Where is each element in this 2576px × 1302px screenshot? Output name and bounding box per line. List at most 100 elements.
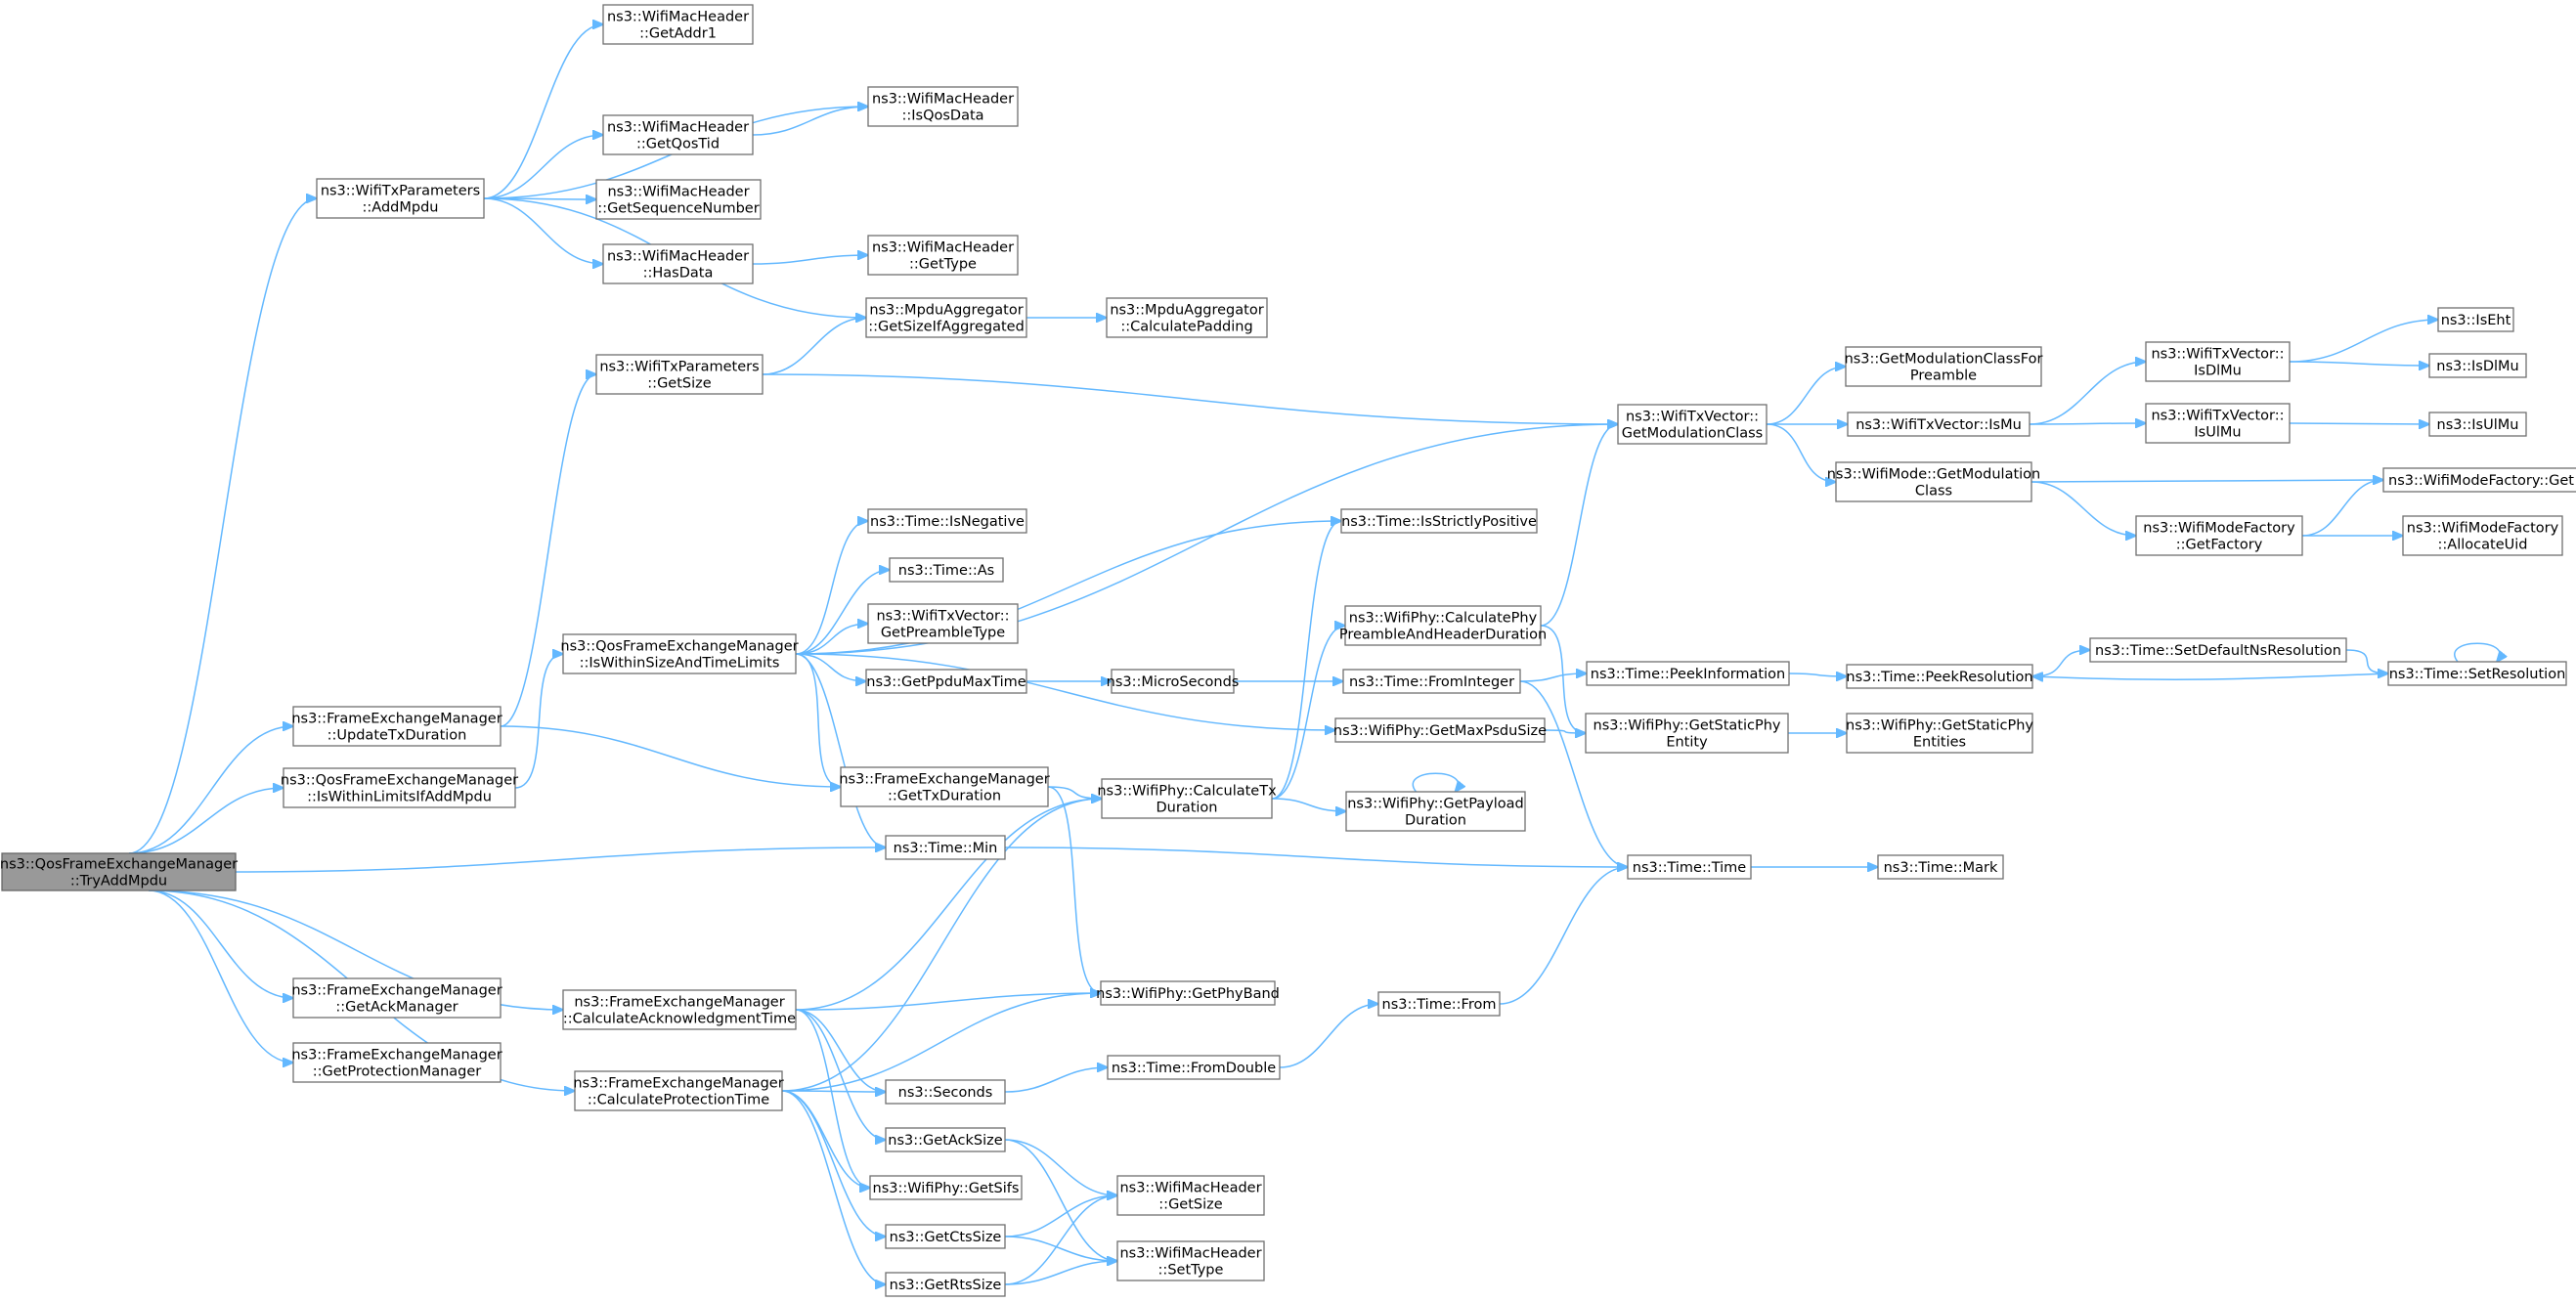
node-box bbox=[1107, 1055, 1281, 1080]
node-GetAckManager[interactable]: ns3::FrameExchangeManager::GetAckManager bbox=[291, 977, 502, 1019]
node-box bbox=[2145, 341, 2291, 382]
edge-line bbox=[795, 993, 1101, 1011]
edge-CalculateAcknowledgmentTime-to-GetPhyBand bbox=[795, 993, 1101, 1011]
edge-AddMpdu-to-HasData bbox=[483, 197, 603, 264]
edge-line bbox=[795, 653, 866, 681]
node-label: ns3::WifiTxParameters bbox=[321, 184, 480, 199]
node-TimeMark[interactable]: ns3::Time::Mark bbox=[1877, 854, 2004, 880]
node-GetFactory[interactable]: ns3::WifiModeFactory::GetFactory bbox=[2135, 515, 2303, 556]
node-TxVecIsDlMu[interactable]: ns3::WifiTxVector::IsDlMu bbox=[2145, 341, 2291, 382]
node-IsWithinLimitsIfAddMpdu[interactable]: ns3::QosFrameExchangeManager::IsWithinLi… bbox=[281, 767, 518, 808]
node-GetSequenceNumber[interactable]: ns3::WifiMacHeader::GetSequenceNumber bbox=[595, 179, 762, 220]
node-GetSifs[interactable]: ns3::WifiPhy::GetSifs bbox=[869, 1175, 1023, 1200]
node-IsQosData[interactable]: ns3::WifiMacHeader::IsQosData bbox=[867, 86, 1019, 127]
node-box bbox=[867, 508, 1027, 534]
node-SetDefaultNsResolution[interactable]: ns3::Time::SetDefaultNsResolution bbox=[2089, 637, 2347, 663]
node-TxParamsGetSize[interactable]: ns3::WifiTxParameters::GetSize bbox=[595, 354, 764, 395]
node-TimeMin[interactable]: ns3::Time::Min bbox=[885, 835, 1006, 860]
node-HasData[interactable]: ns3::WifiMacHeader::HasData bbox=[602, 243, 754, 284]
node-IsWithinSizeAndTimeLimits[interactable]: ns3::QosFrameExchangeManager::IsWithinSi… bbox=[560, 633, 799, 674]
node-TimeTime[interactable]: ns3::Time::Time bbox=[1627, 854, 1752, 880]
edge-line bbox=[781, 1091, 886, 1092]
node-IsMu[interactable]: ns3::WifiTxVector::IsMu bbox=[1847, 412, 2030, 437]
node-CalculatePadding[interactable]: ns3::MpduAggregator::CalculatePadding bbox=[1106, 297, 1268, 338]
edge-line bbox=[1499, 867, 1628, 1005]
node-box bbox=[292, 706, 502, 747]
node-label: ns3::IsUlMu bbox=[2437, 417, 2519, 433]
node-label: ns3::WifiMacHeader bbox=[1119, 1246, 1261, 1262]
node-AddMpdu[interactable]: ns3::WifiTxParameters::AddMpdu bbox=[316, 178, 485, 219]
node-PeekResolution[interactable]: ns3::Time::PeekResolution bbox=[1846, 664, 2033, 689]
node-TryAddMpdu[interactable]: ns3::QosFrameExchangeManager::TryAddMpdu bbox=[0, 852, 238, 891]
edge-line bbox=[1004, 1195, 1117, 1237]
node-GetSizeIfAggregated[interactable]: ns3::MpduAggregator::GetSizeIfAggregated bbox=[865, 297, 1027, 338]
edge-line bbox=[2301, 480, 2383, 537]
node-FromInteger[interactable]: ns3::Time::FromInteger bbox=[1342, 669, 1521, 694]
edge-line bbox=[1271, 626, 1345, 800]
node-TimeFrom[interactable]: ns3::Time::From bbox=[1377, 991, 1501, 1017]
node-IsDlMu[interactable]: ns3::IsDlMu bbox=[2428, 353, 2527, 378]
node-FromDouble[interactable]: ns3::Time::FromDouble bbox=[1107, 1055, 1281, 1080]
node-MicroSeconds[interactable]: ns3::MicroSeconds bbox=[1107, 669, 1240, 694]
node-box bbox=[2145, 403, 2291, 444]
node-GetAckSize[interactable]: ns3::GetAckSize bbox=[885, 1127, 1006, 1152]
node-GetTxDuration[interactable]: ns3::FrameExchangeManager::GetTxDuration bbox=[839, 766, 1050, 807]
node-GetRtsSize[interactable]: ns3::GetRtsSize bbox=[885, 1272, 1006, 1297]
node-ModeGetModulationClass[interactable]: ns3::WifiMode::GetModulationClass bbox=[1827, 461, 2041, 502]
node-CalculateProtectionTime[interactable]: ns3::FrameExchangeManager::CalculateProt… bbox=[573, 1070, 784, 1111]
node-box bbox=[1344, 605, 1542, 646]
edge-line bbox=[795, 570, 890, 655]
node-GetAddr1[interactable]: ns3::WifiMacHeader::GetAddr1 bbox=[602, 4, 754, 45]
node-TxVecIsUlMu[interactable]: ns3::WifiTxVector::IsUlMu bbox=[2145, 403, 2291, 444]
node-CalcPhyPreamble[interactable]: ns3::WifiPhy::CalculatePhyPreambleAndHea… bbox=[1339, 605, 1547, 646]
node-label: ns3::FrameExchangeManager bbox=[291, 1048, 502, 1063]
node-UpdateTxDuration[interactable]: ns3::FrameExchangeManager::UpdateTxDurat… bbox=[291, 706, 502, 747]
node-SetType[interactable]: ns3::WifiMacHeader::SetType bbox=[1116, 1240, 1265, 1281]
edge-line bbox=[752, 255, 868, 265]
node-GetMaxPsduSize[interactable]: ns3::WifiPhy::GetMaxPsduSize bbox=[1333, 717, 1547, 743]
edge-line bbox=[1004, 1195, 1117, 1285]
node-GetProtectionManager[interactable]: ns3::FrameExchangeManager::GetProtection… bbox=[291, 1042, 502, 1083]
node-label: ns3::Time::IsStrictlyPositive bbox=[1341, 514, 1537, 530]
edge-IsWithinSizeAndTimeLimits-to-GetPpduMaxTime bbox=[795, 653, 866, 681]
node-GetPhyBand[interactable]: ns3::WifiPhy::GetPhyBand bbox=[1096, 980, 1280, 1006]
node-GetType[interactable]: ns3::WifiMacHeader::GetType bbox=[867, 235, 1019, 276]
node-IsStrictlyPositive[interactable]: ns3::Time::IsStrictlyPositive bbox=[1340, 508, 1538, 534]
node-GetModulationClass[interactable]: ns3::WifiTxVector::GetModulationClass bbox=[1617, 404, 1768, 445]
edge-line bbox=[1766, 367, 1846, 425]
node-label: ns3::Time::SetResolution bbox=[2389, 667, 2566, 682]
node-GetPreambleType[interactable]: ns3::WifiTxVector::GetPreambleType bbox=[867, 603, 1019, 644]
node-Seconds[interactable]: ns3::Seconds bbox=[885, 1079, 1006, 1105]
node-GetQosTid[interactable]: ns3::WifiMacHeader::GetQosTid bbox=[602, 114, 754, 155]
node-CalculateAcknowledgmentTime[interactable]: ns3::FrameExchangeManager::CalculateAckn… bbox=[562, 989, 797, 1030]
node-FactoryGet[interactable]: ns3::WifiModeFactory::Get bbox=[2382, 467, 2576, 493]
node-IsNegative[interactable]: ns3::Time::IsNegative bbox=[867, 508, 1027, 534]
edge-FromInteger-to-TimeTime bbox=[1519, 680, 1628, 867]
node-PeekInformation[interactable]: ns3::Time::PeekInformation bbox=[1586, 661, 1790, 686]
edge-HasData-to-GetType bbox=[752, 255, 868, 265]
node-box bbox=[885, 1224, 1006, 1249]
edge-SetResolution-to-PeekResolution bbox=[2032, 673, 2389, 679]
node-TimeAs[interactable]: ns3::Time::As bbox=[889, 557, 1004, 583]
node-GetPpduMaxTime[interactable]: ns3::GetPpduMaxTime bbox=[865, 669, 1027, 694]
node-AllocateUid[interactable]: ns3::WifiModeFactory::AllocateUid bbox=[2402, 515, 2563, 556]
node-box bbox=[869, 1175, 1023, 1200]
node-SetResolution[interactable]: ns3::Time::SetResolution bbox=[2387, 661, 2567, 686]
node-label: ::CalculateProtectionTime bbox=[588, 1093, 769, 1108]
node-IsUlMu[interactable]: ns3::IsUlMu bbox=[2428, 412, 2527, 437]
node-box bbox=[1586, 661, 1790, 686]
edge-line bbox=[1271, 798, 1346, 811]
edge-Seconds-to-FromDouble bbox=[1004, 1067, 1108, 1093]
node-IsEht[interactable]: ns3::IsEht bbox=[2437, 307, 2514, 332]
node-label: ns3::WifiPhy::GetMaxPsduSize bbox=[1333, 723, 1547, 739]
node-box bbox=[1585, 713, 1789, 754]
node-GetCtsSize[interactable]: ns3::GetCtsSize bbox=[885, 1224, 1006, 1249]
edge-line bbox=[128, 198, 317, 854]
node-MacHdrGetSize[interactable]: ns3::WifiMacHeader::GetSize bbox=[1116, 1175, 1265, 1216]
edge-PeekResolution-to-SetDefaultNsResolution bbox=[2031, 650, 2090, 677]
